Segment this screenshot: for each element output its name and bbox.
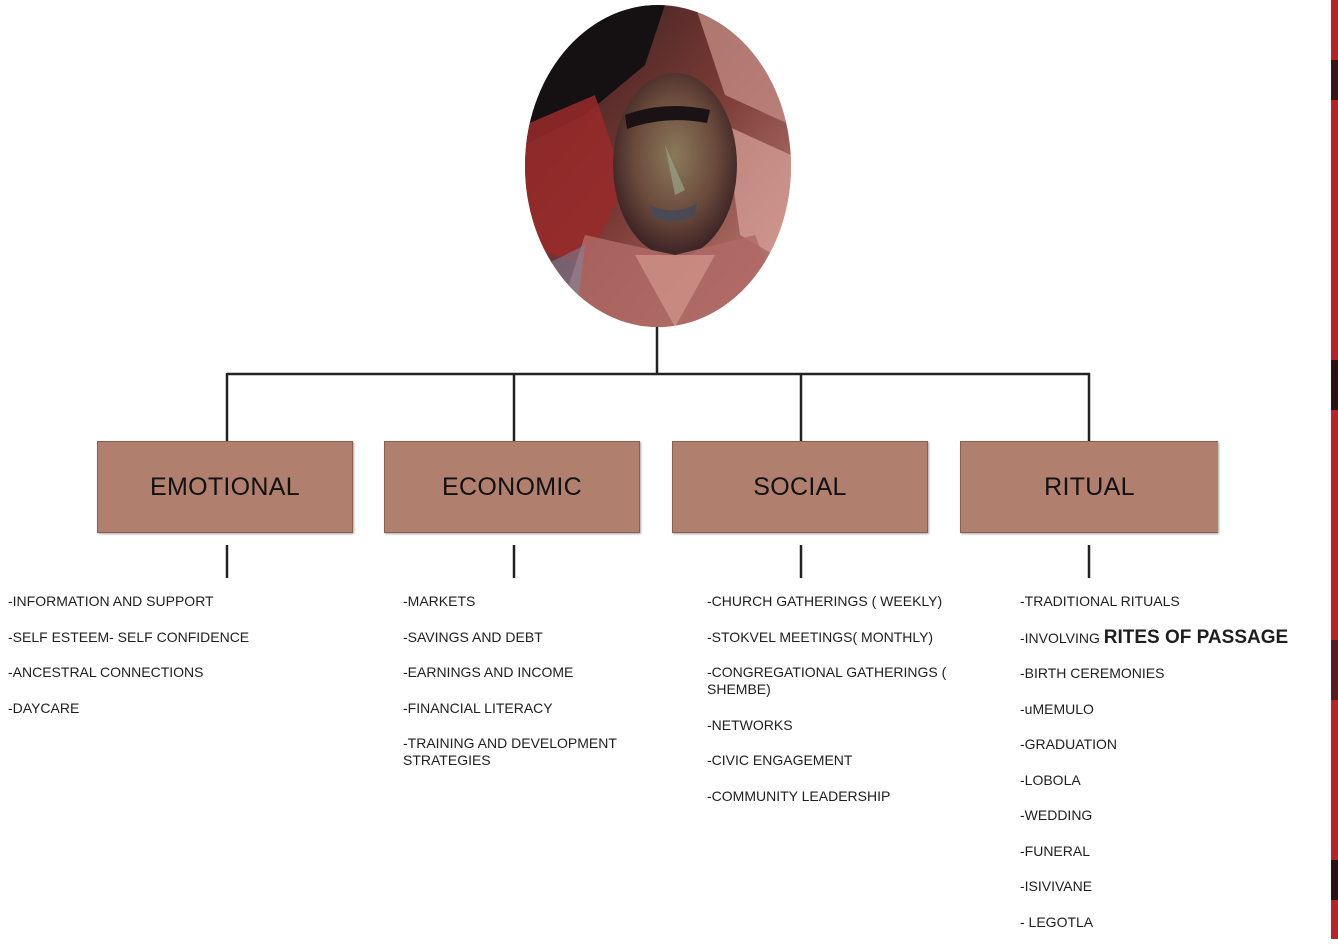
list-item: -EARNINGS AND INCOME <box>403 664 574 680</box>
category-label-social: SOCIAL <box>753 472 847 501</box>
list-item: -CONGREGATIONAL GATHERINGS ( SHEMBE) <box>707 664 947 697</box>
list-item: -GRADUATION <box>1020 736 1117 752</box>
category-label-emotional: EMOTIONAL <box>150 472 300 501</box>
edge-decoration <box>1331 0 1338 939</box>
list-item: -NETWORKS <box>707 716 793 733</box>
list-item: -SELF ESTEEM- SELF CONFIDENCE <box>8 628 250 645</box>
list-item: - LEGOTLA <box>1020 913 1094 930</box>
list-item: -DAYCARE <box>8 699 80 716</box>
list-item: -ANCESTRAL CONNECTIONS <box>8 664 204 680</box>
list-item: -STOKVEL MEETINGS( MONTHLY) <box>707 628 934 645</box>
rites-prefix: -INVOLVING <box>1020 629 1104 646</box>
category-label-ritual: RITUAL <box>1044 472 1135 501</box>
list-item: -FUNERAL <box>1020 842 1091 859</box>
ritual-items-list: -TRADITIONAL RITUALS -INVOLVING RITES OF… <box>1020 593 1330 949</box>
category-box-social: SOCIAL <box>672 441 928 533</box>
social-items-list: -CHURCH GATHERINGS ( WEEKLY) -STOKVEL ME… <box>707 593 987 823</box>
list-item: -COMMUNITY LEADERSHIP <box>707 787 891 804</box>
category-label-economic: ECONOMIC <box>442 472 582 501</box>
category-box-ritual: RITUAL <box>960 441 1218 533</box>
list-item: -CHURCH GATHERINGS ( WEEKLY) <box>707 593 943 609</box>
portrait-painting <box>525 5 791 327</box>
list-item: -TRAINING AND DEVELOPMENT STRATEGIES <box>403 735 617 768</box>
category-box-economic: ECONOMIC <box>384 441 640 533</box>
list-item: -INFORMATION AND SUPPORT <box>8 593 214 609</box>
list-item: -CIVIC ENGAGEMENT <box>707 752 853 768</box>
list-item: -WEDDING <box>1020 807 1093 823</box>
economic-items-list: -MARKETS -SAVINGS AND DEBT -EARNINGS AND… <box>403 593 673 788</box>
list-item: -FINANCIAL LITERACY <box>403 699 553 716</box>
category-box-emotional: EMOTIONAL <box>97 441 353 533</box>
list-item: -TRADITIONAL RITUALS <box>1020 593 1180 609</box>
emotional-items-list: -INFORMATION AND SUPPORT -SELF ESTEEM- S… <box>8 593 308 735</box>
rites-of-passage-emphasis: RITES OF PASSAGE <box>1103 626 1289 648</box>
list-item: -BIRTH CEREMONIES <box>1020 665 1165 681</box>
list-item: -uMEMULO <box>1020 700 1094 717</box>
list-item: -LOBOLA <box>1020 771 1081 788</box>
list-item: -SAVINGS AND DEBT <box>403 628 543 645</box>
list-item: -ISIVIVANE <box>1020 878 1093 894</box>
list-item-rites: -INVOLVING RITES OF PASSAGE <box>1020 626 1330 648</box>
list-item: -MARKETS <box>403 593 476 609</box>
